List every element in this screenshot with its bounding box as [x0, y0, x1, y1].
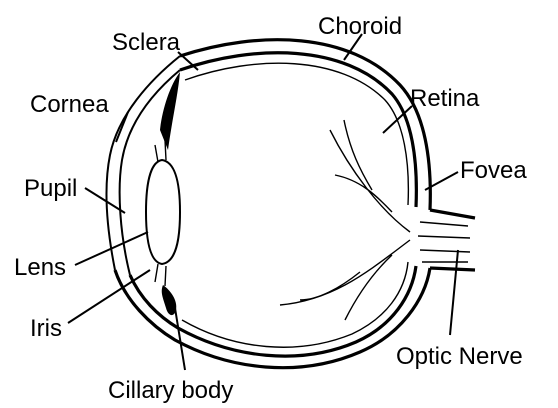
leader-optic-nerve: [450, 250, 458, 335]
lens-ligament-lower: [155, 264, 166, 286]
label-lens: Lens: [14, 254, 66, 281]
label-pupil: Pupil: [24, 175, 77, 202]
retina-vessels: [280, 120, 410, 320]
leader-cornea: [116, 112, 128, 142]
label-ciliary-body: Cillary body: [108, 377, 233, 404]
label-sclera: Sclera: [112, 29, 181, 56]
label-optic-nerve: Optic Nerve: [396, 343, 523, 370]
label-iris: Iris: [30, 315, 62, 342]
optic-nerve-fibers: [418, 222, 470, 262]
lens-ligament-upper: [155, 140, 166, 162]
ciliary-lower: [162, 285, 177, 315]
label-fovea: Fovea: [460, 157, 527, 184]
label-cornea: Cornea: [30, 91, 109, 118]
leader-lens: [75, 232, 148, 265]
leader-iris: [68, 270, 150, 323]
optic-nerve-body: [430, 210, 475, 270]
lens-shape: [146, 160, 180, 264]
label-choroid: Choroid: [318, 13, 402, 40]
label-retina: Retina: [410, 85, 480, 112]
iris-upper: [160, 72, 180, 150]
retina-outline: [182, 63, 408, 347]
